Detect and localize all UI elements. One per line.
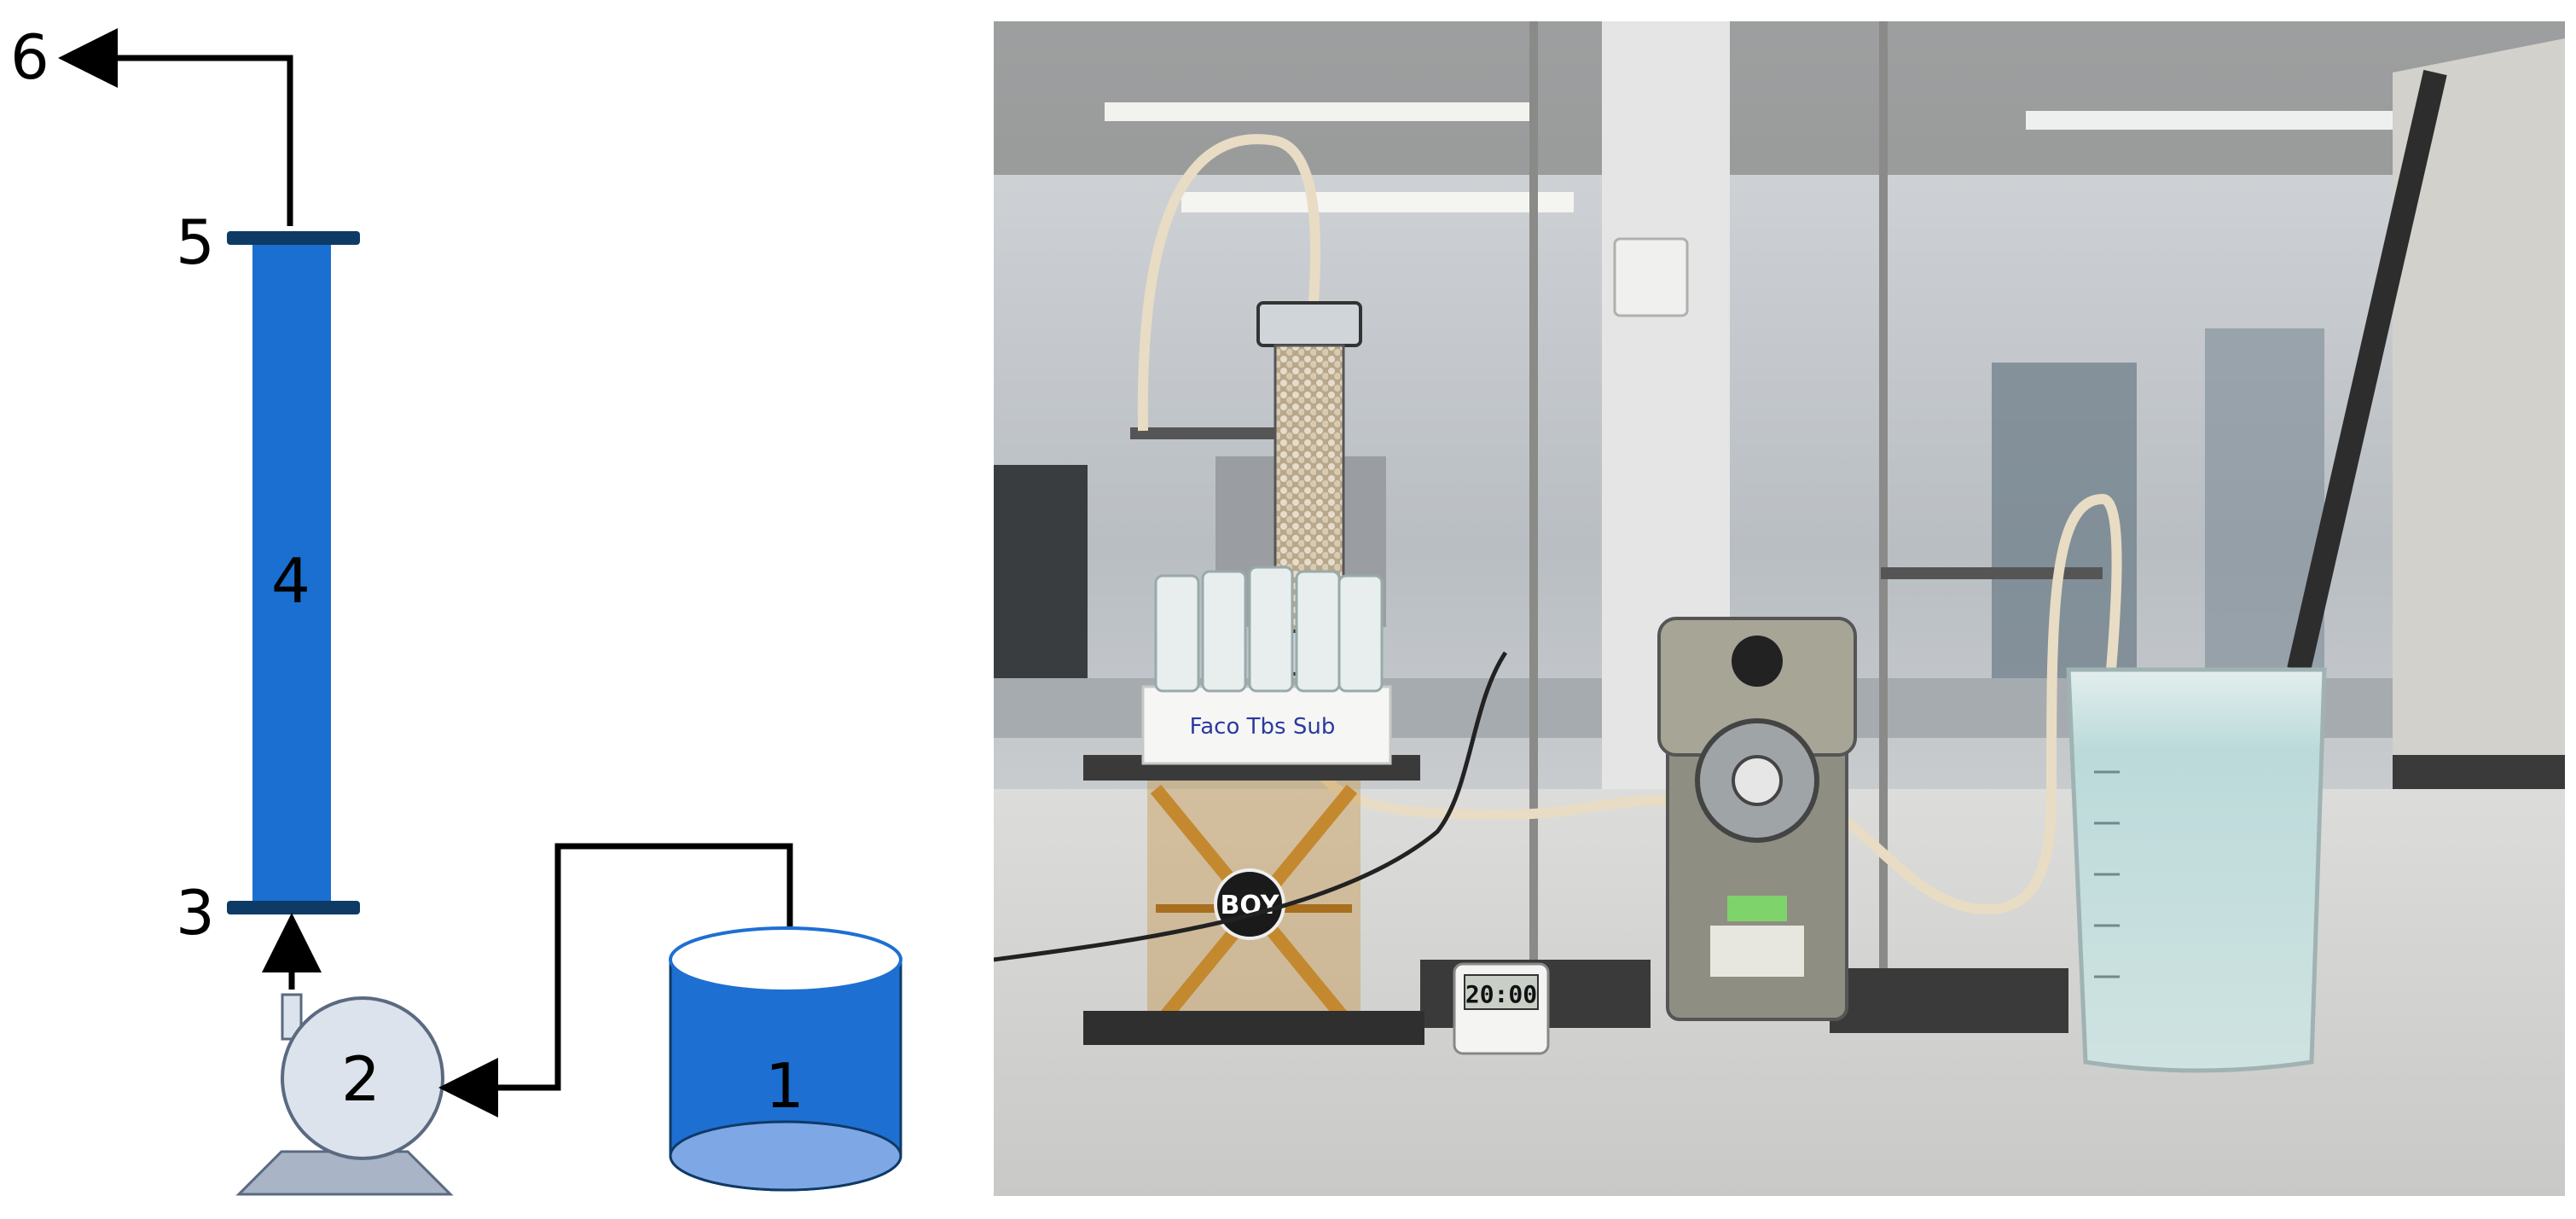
fume-hood-sill	[2393, 755, 2565, 789]
column-clamp-arm	[1130, 427, 1284, 439]
reservoir-to-pump-line	[438, 843, 793, 1117]
beaker-graduations	[2094, 770, 2120, 978]
timer-screen	[1464, 974, 1539, 1010]
outlet-flange	[227, 231, 360, 245]
ceiling-light	[1181, 192, 1574, 212]
background-cabinet	[994, 465, 1088, 687]
column-body	[252, 241, 331, 903]
column-clamp-arm	[1881, 567, 2103, 579]
label-2: 2	[341, 1043, 380, 1115]
label-4: 4	[271, 545, 310, 617]
ceiling-light	[1105, 102, 1531, 121]
ceiling-light	[2026, 111, 2393, 130]
beaker	[2066, 667, 2327, 1073]
column-top-fitting	[1256, 301, 1362, 347]
fume-hood-brace	[2287, 69, 2447, 673]
label-3: 3	[176, 877, 215, 949]
retort-stand-base	[1830, 968, 2068, 1033]
reservoir-top-opening	[669, 926, 902, 993]
tubing	[1137, 134, 1321, 432]
laboratory-setup-photo: BOY Faco Tbs Sub 20:00	[994, 21, 2565, 1196]
inlet-flange	[227, 901, 360, 914]
timer-display: 20:00	[1465, 980, 1537, 1008]
pump-speed-knob	[1732, 636, 1783, 687]
pillar-switch	[1613, 237, 1689, 317]
pump-tag	[1727, 896, 1787, 921]
power-cable	[994, 651, 1508, 962]
pump-rotor	[1732, 755, 1783, 806]
sample-rack	[1141, 685, 1392, 765]
fume-hood-frame	[2393, 38, 2565, 840]
retort-stand-rod	[1879, 21, 1888, 968]
retort-stand-rod	[1529, 21, 1538, 968]
label-1: 1	[765, 1050, 804, 1122]
label-6: 6	[10, 21, 49, 93]
pump-label-plate	[1710, 926, 1804, 977]
label-5: 5	[176, 206, 215, 278]
sample-rack-label: Faco Tbs Sub	[1190, 714, 1336, 740]
lab-jack-base	[1083, 1011, 1424, 1045]
effluent-line	[58, 28, 293, 226]
ceiling	[994, 21, 2565, 175]
tubing	[1801, 493, 2122, 914]
reservoir-bottom-surface	[669, 1120, 902, 1192]
experimental-setup-schematic: 6 5 4 3 2 1	[10, 21, 902, 1196]
sample-tubes	[1154, 566, 1384, 693]
